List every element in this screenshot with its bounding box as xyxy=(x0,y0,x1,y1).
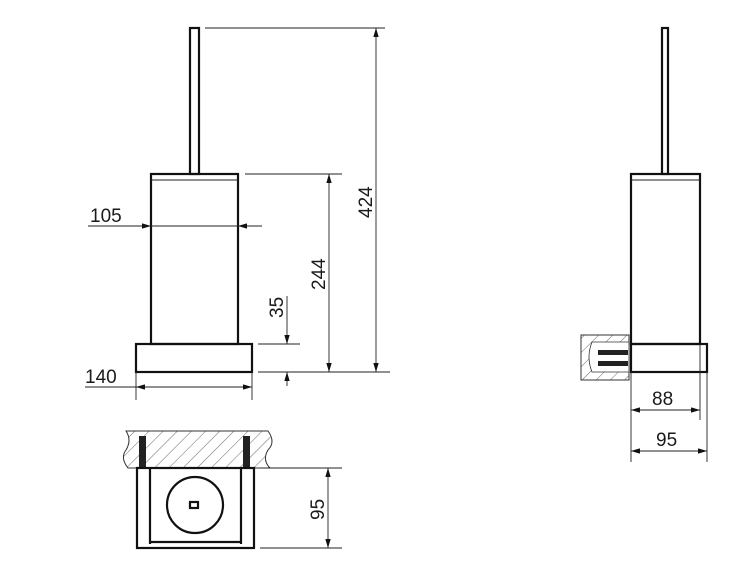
side-anchor-lower xyxy=(598,361,628,366)
dim-95-top: 95 xyxy=(260,467,342,549)
holder-plan xyxy=(135,466,256,550)
side-view: 88 95 xyxy=(580,26,709,462)
wall-anchor-left xyxy=(139,436,146,468)
dim-label-105: 105 xyxy=(90,206,122,227)
top-view: 95 xyxy=(122,430,342,550)
dim-label-424: 424 xyxy=(356,186,377,218)
brush-handle xyxy=(188,26,201,176)
dim-label-140: 140 xyxy=(85,367,117,388)
handle-socket xyxy=(188,500,200,510)
dim-35: 35 xyxy=(258,296,300,386)
side-handle xyxy=(660,26,670,176)
dim-label-244: 244 xyxy=(309,258,330,290)
dim-label-95-side: 95 xyxy=(656,430,677,451)
side-base xyxy=(629,342,709,374)
dim-label-35: 35 xyxy=(267,297,288,318)
brush-head-circle xyxy=(165,475,225,535)
brush-body xyxy=(149,172,240,346)
dim-140: 140 xyxy=(85,367,253,400)
dim-95-side: 95 xyxy=(631,430,707,454)
side-anchor-upper xyxy=(598,350,628,355)
brush-base xyxy=(134,342,254,374)
wall-anchor-right xyxy=(243,436,250,468)
dim-105: 105 xyxy=(88,206,262,229)
dim-244: 244 xyxy=(245,173,390,373)
dim-88: 88 xyxy=(631,389,700,413)
dim-424: 424 xyxy=(205,27,385,372)
front-view: 105 140 35 244 424 xyxy=(85,26,390,400)
dim-label-88: 88 xyxy=(652,389,673,410)
dim-label-95-top: 95 xyxy=(308,499,329,520)
side-body xyxy=(629,172,702,346)
